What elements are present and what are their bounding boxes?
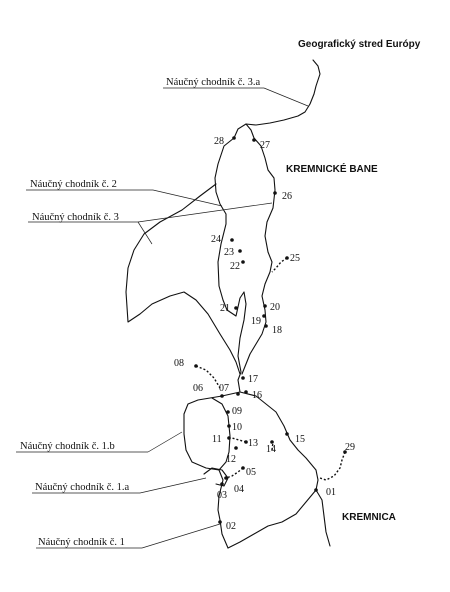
trail-2-label: Náučný chodník č. 2 [30,179,117,190]
trail-right-line [241,123,276,375]
leader-3-pointer-b [137,221,153,245]
trail-town-line [227,489,317,549]
stop-marker [234,306,238,310]
stop-26: 26 [282,191,292,202]
stop-04: 04 [234,484,244,495]
stop-marker [220,482,224,486]
stop-marker [234,446,238,450]
trail-1a-loop [203,467,229,487]
stop-15: 15 [295,434,305,445]
leader-1b-pointer [147,431,183,453]
stop-marker [273,191,277,195]
stop-marker [238,249,242,253]
trail-3a-label: Náučný chodník č. 3.a [166,77,261,88]
stop-marker [244,440,248,444]
stop-14: 14 [266,444,276,455]
stop-markers [194,136,347,524]
stop-11: 11 [212,434,222,445]
stop-13: 13 [248,438,258,449]
center-of-europe-label: Geografický stred Európy [298,39,421,50]
trail-3-label: Náučný chodník č. 3 [32,212,119,223]
stop-06: 06 [193,383,203,394]
leader-2-pointer [152,189,223,207]
leader-3a-pointer [263,87,309,107]
stop-10: 10 [232,422,242,433]
stop-marker [241,260,245,264]
stop-marker [252,138,256,142]
leader-lines [16,87,309,549]
trail-1-label: Náučný chodník č. 1 [38,537,125,548]
stop-25: 25 [290,253,300,264]
stop-12: 12 [226,454,236,465]
stop-marker [224,476,228,480]
stop-marker [314,488,318,492]
trail-west-loop [125,183,241,375]
leader-3-pointer [137,202,273,223]
stop-27: 27 [260,140,270,151]
trail-3a-line [233,59,321,139]
stop-marker [241,466,245,470]
stop-08: 08 [174,358,184,369]
stop-marker [264,324,268,328]
stop-marker [227,424,231,428]
stop-marker [236,392,240,396]
stop-05: 05 [246,467,256,478]
stop-18: 18 [272,325,282,336]
stop-22: 22 [230,261,240,272]
spur-08 [195,365,221,389]
stop-20: 20 [270,302,280,313]
stop-marker [232,136,236,140]
stop-marker [343,450,347,454]
stop-marker [244,390,248,394]
stop-marker [194,364,198,368]
leader-1-pointer [141,523,221,549]
kremnicke-bane-label: KREMNICKÉ BANE [286,162,378,175]
stop-marker [270,440,274,444]
stop-17: 17 [248,374,258,385]
leader-1a-pointer [139,477,207,494]
spur-29 [319,451,346,481]
kremnica-label: KREMNICA [342,512,396,523]
stop-28: 28 [214,136,224,147]
stop-21: 21 [220,303,230,314]
spur-25 [271,257,288,273]
spur-14 [271,441,274,451]
stop-marker [241,376,245,380]
stop-24: 24 [211,234,221,245]
stop-marker [285,432,289,436]
stop-29: 29 [345,442,355,453]
stop-marker [218,520,222,524]
spur-13 [231,437,247,443]
stop-marker [230,238,234,242]
spur-05 [225,467,244,479]
stop-marker [263,304,267,308]
stop-16: 16 [252,390,262,401]
trail-inner-loop [211,397,231,471]
stop-marker [262,314,266,318]
stop-numbers: 01 02 03 04 05 06 07 08 09 10 11 12 13 1… [174,136,355,532]
stop-03: 03 [217,490,227,501]
stop-19: 19 [251,316,261,327]
stop-23: 23 [224,247,234,258]
stop-marker [227,436,231,440]
stop-marker [226,410,230,414]
trail-1b-label: Náučný chodník č. 1.b [20,441,115,452]
trail-spurs [195,257,346,481]
stop-02: 02 [226,521,236,532]
stop-01: 01 [326,487,336,498]
trail-east-line [239,391,331,547]
stop-07: 07 [219,383,229,394]
trail-main-line [214,137,247,373]
stop-marker [285,256,289,260]
stop-marker [220,394,224,398]
stop-09: 09 [232,406,242,417]
trail-1a-label: Náučný chodník č. 1.a [35,482,130,493]
